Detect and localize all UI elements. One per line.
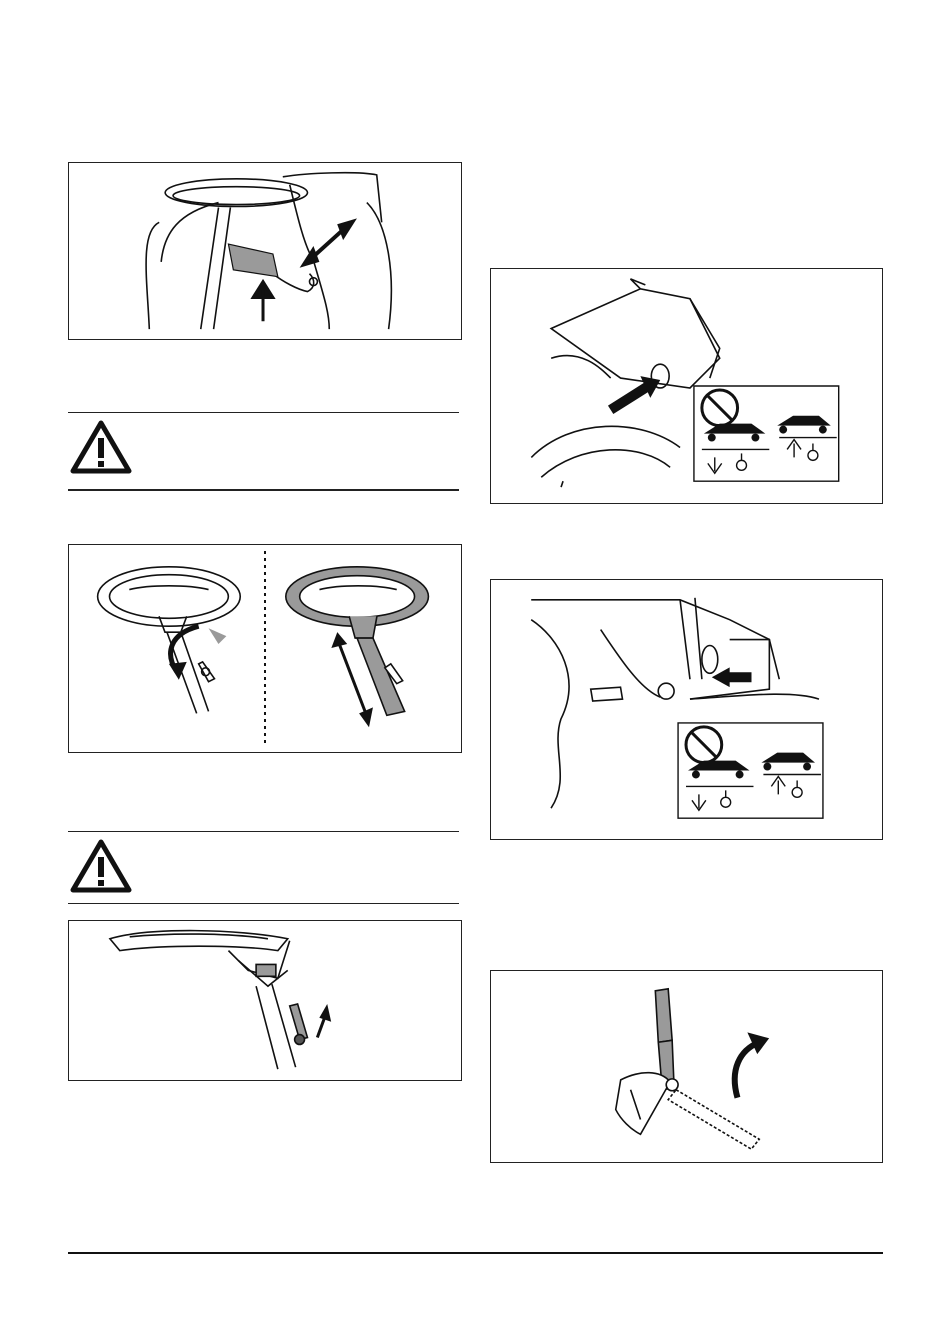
rear-lever-figure-1 xyxy=(490,268,883,504)
parking-brake-figure xyxy=(490,970,883,1163)
seat-adjust-figure xyxy=(68,162,462,340)
steering-lock-figure xyxy=(68,920,462,1081)
attachment-lever-illustration xyxy=(491,269,882,503)
steering-lever-illustration xyxy=(69,921,461,1080)
warning-triangle-icon xyxy=(70,839,132,893)
steering-wheel-adjust-illustration xyxy=(69,545,461,752)
warning-top-rule-2 xyxy=(68,831,459,832)
attachment-lever-illustration xyxy=(491,580,882,839)
rear-lever-figure-2 xyxy=(490,579,883,840)
warning-bottom-rule xyxy=(68,489,459,491)
warning-top-rule xyxy=(68,412,459,413)
steering-tilt-figure xyxy=(68,544,462,753)
warning-bottom-rule-2 xyxy=(68,903,459,904)
footer-rule xyxy=(68,1252,883,1254)
warning-block-2 xyxy=(70,839,132,893)
warning-block xyxy=(70,420,132,474)
seat-adjust-illustration xyxy=(69,163,461,339)
warning-triangle-icon xyxy=(70,420,132,474)
brake-lever-illustration xyxy=(491,971,882,1162)
